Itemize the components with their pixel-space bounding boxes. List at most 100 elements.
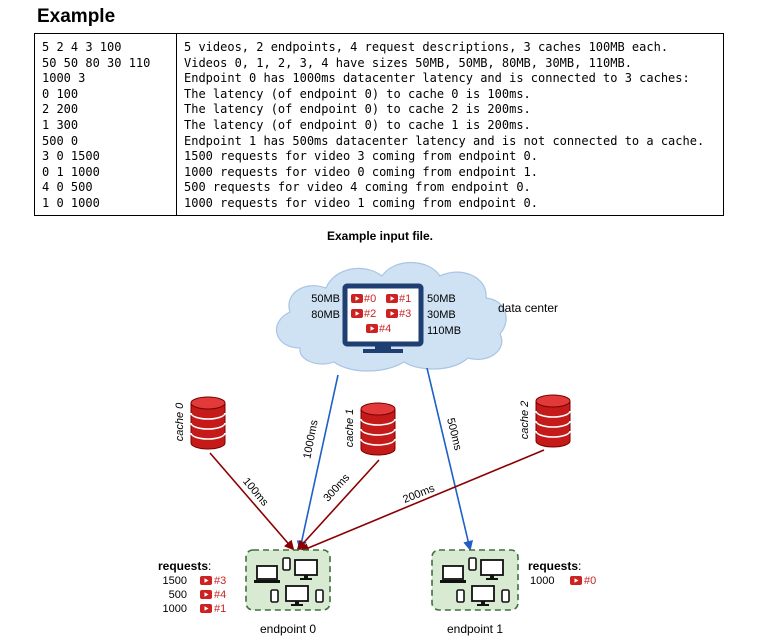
- video-3-icon: [386, 309, 398, 318]
- laptop-icon: [439, 565, 467, 584]
- video-size-4: 110MB: [427, 325, 461, 337]
- cache-2-database-icon: [535, 394, 571, 448]
- endpoint-1-label: endpoint 1: [447, 622, 503, 636]
- input-line: 3 0 1500: [34, 149, 177, 165]
- cache-2: cache 2: [519, 394, 571, 448]
- laptop-icon: [253, 565, 281, 584]
- datacenter-monitor-base: [363, 349, 403, 353]
- cache-1: cache 1: [344, 402, 396, 456]
- phone-icon: [501, 589, 510, 603]
- input-description: Videos 0, 1, 2, 3, 4 have sizes 50MB, 50…: [184, 55, 632, 70]
- video-size-1: 50MB: [427, 293, 456, 305]
- latency-cache1: 300ms: [321, 471, 352, 504]
- edge-dc-endpoint0: [296, 374, 339, 551]
- datacenter-video-3: #3: [399, 308, 411, 320]
- input-description: The latency (of endpoint 0) to cache 2 i…: [184, 102, 531, 117]
- endpoint-0-requests-label: requests:: [158, 559, 211, 573]
- request-count: 1000: [530, 575, 554, 587]
- example-row: 1 300 The latency (of endpoint 0) to cach…: [34, 117, 724, 134]
- example-input-table: 5 2 4 3 100 5 videos, 2 endpoints, 4 requ…: [34, 33, 724, 216]
- input-line: 5 2 4 3 100: [34, 33, 177, 56]
- phone-icon: [270, 589, 279, 603]
- input-description: 1000 requests for video 1 coming from en…: [184, 195, 539, 210]
- video-1-icon: [386, 294, 398, 303]
- phone-icon: [456, 589, 465, 603]
- example-row: 1000 3 Endpoint 0 has 1000ms datacenter l…: [34, 71, 724, 87]
- datacenter-video-4: #4: [379, 323, 391, 335]
- input-description: Endpoint 1 has 500ms datacenter latency …: [184, 133, 705, 148]
- edge-cache0-endpoint0: [209, 452, 295, 551]
- example-row: 4 0 500 500 requests for video 4 coming f…: [34, 180, 724, 196]
- phone-icon: [282, 557, 291, 571]
- example-heading: Example: [37, 6, 116, 27]
- video-4-icon: [366, 324, 378, 333]
- request-count: 1500: [163, 575, 187, 587]
- datacenter-video-0: #0: [364, 293, 376, 305]
- example-row: 2 200 The latency (of endpoint 0) to cach…: [34, 102, 724, 118]
- request-video: #3: [214, 575, 226, 587]
- phone-icon: [315, 589, 324, 603]
- input-description: 500 requests for video 4 coming from end…: [184, 180, 531, 195]
- example-row: 0 100 The latency (of endpoint 0) to cach…: [34, 86, 724, 103]
- endpoint-0-label: endpoint 0: [260, 622, 316, 636]
- input-description: 5 videos, 2 endpoints, 4 request descrip…: [184, 40, 669, 54]
- request-count: 1000: [163, 603, 187, 615]
- request-video: #1: [214, 603, 226, 615]
- endpoint-1-requests: requests: 1000 #0: [528, 559, 596, 587]
- datacenter-video-2: #2: [364, 308, 376, 320]
- example-row: 1 0 1000 1000 requests for video 1 coming…: [34, 195, 724, 216]
- input-line: 2 200: [34, 102, 177, 118]
- example-row: 50 50 80 30 110 Videos 0, 1, 2, 3, 4 have…: [34, 55, 724, 72]
- cache-0-label: cache 0: [174, 402, 186, 441]
- example-caption: Example input file.: [326, 229, 434, 243]
- input-line: 1000 3: [34, 71, 177, 87]
- input-line: 4 0 500: [34, 180, 177, 196]
- video-size-2: 80MB: [311, 309, 340, 321]
- example-row: 5 2 4 3 100 5 videos, 2 endpoints, 4 requ…: [34, 33, 724, 56]
- cache-2-label: cache 2: [519, 401, 531, 440]
- cache-1-database-icon: [360, 402, 396, 456]
- endpoint-1-requests-label: requests:: [528, 559, 581, 573]
- video-size-3: 30MB: [427, 309, 456, 321]
- example-row: 3 0 1500 1500 requests for video 3 coming…: [34, 149, 724, 165]
- example-row: 500 0 Endpoint 1 has 500ms datacenter lat…: [34, 133, 724, 150]
- edge-cache2-endpoint0: [299, 449, 545, 553]
- request-video: #0: [584, 575, 596, 587]
- cache-1-label: cache 1: [344, 409, 356, 448]
- input-line: 1 0 1000: [34, 195, 177, 216]
- edge-dc-endpoint1: [426, 367, 474, 551]
- datacenter-monitor-stand: [375, 346, 391, 350]
- endpoint-0: endpoint 0: [245, 549, 331, 636]
- connections: [209, 367, 545, 553]
- video-0-icon: [351, 294, 363, 303]
- video-size-0: 50MB: [311, 293, 340, 305]
- input-description: 1500 requests for video 3 coming from en…: [184, 149, 539, 164]
- endpoint-1: endpoint 1: [431, 549, 519, 636]
- video-icon: [200, 576, 212, 585]
- video-2-icon: [351, 309, 363, 318]
- request-video: #4: [214, 589, 226, 601]
- cache-0: cache 0: [174, 396, 226, 450]
- data-center-cloud: #0 #1 #2 #3 #4 50MB 80MB 50MB 30MB 110MB…: [275, 262, 558, 372]
- input-description: The latency (of endpoint 0) to cache 0 i…: [184, 86, 531, 101]
- edge-cache1-endpoint0: [296, 459, 380, 551]
- endpoint-0-requests: requests: 1500 #3 500 #4 1000 #1: [158, 559, 226, 615]
- latency-dc-endpoint1: 500ms: [444, 417, 464, 452]
- input-description: 1000 requests for video 0 coming from en…: [184, 164, 539, 179]
- cache-0-database-icon: [190, 396, 226, 450]
- data-center-label: data center: [498, 301, 558, 315]
- input-line: 1 300: [34, 117, 177, 134]
- phone-icon: [468, 557, 477, 571]
- latency-dc-endpoint0: 1000ms: [301, 419, 320, 460]
- datacenter-video-1: #1: [399, 293, 411, 305]
- input-line: 0 100: [34, 86, 177, 103]
- video-icon: [570, 576, 582, 585]
- input-line: 500 0: [34, 133, 177, 150]
- video-icon: [200, 604, 212, 613]
- input-description: Endpoint 0 has 1000ms datacenter latency…: [184, 71, 690, 86]
- input-description: The latency (of endpoint 0) to cache 1 i…: [184, 117, 531, 132]
- video-icon: [200, 590, 212, 599]
- input-line: 50 50 80 30 110: [34, 55, 177, 72]
